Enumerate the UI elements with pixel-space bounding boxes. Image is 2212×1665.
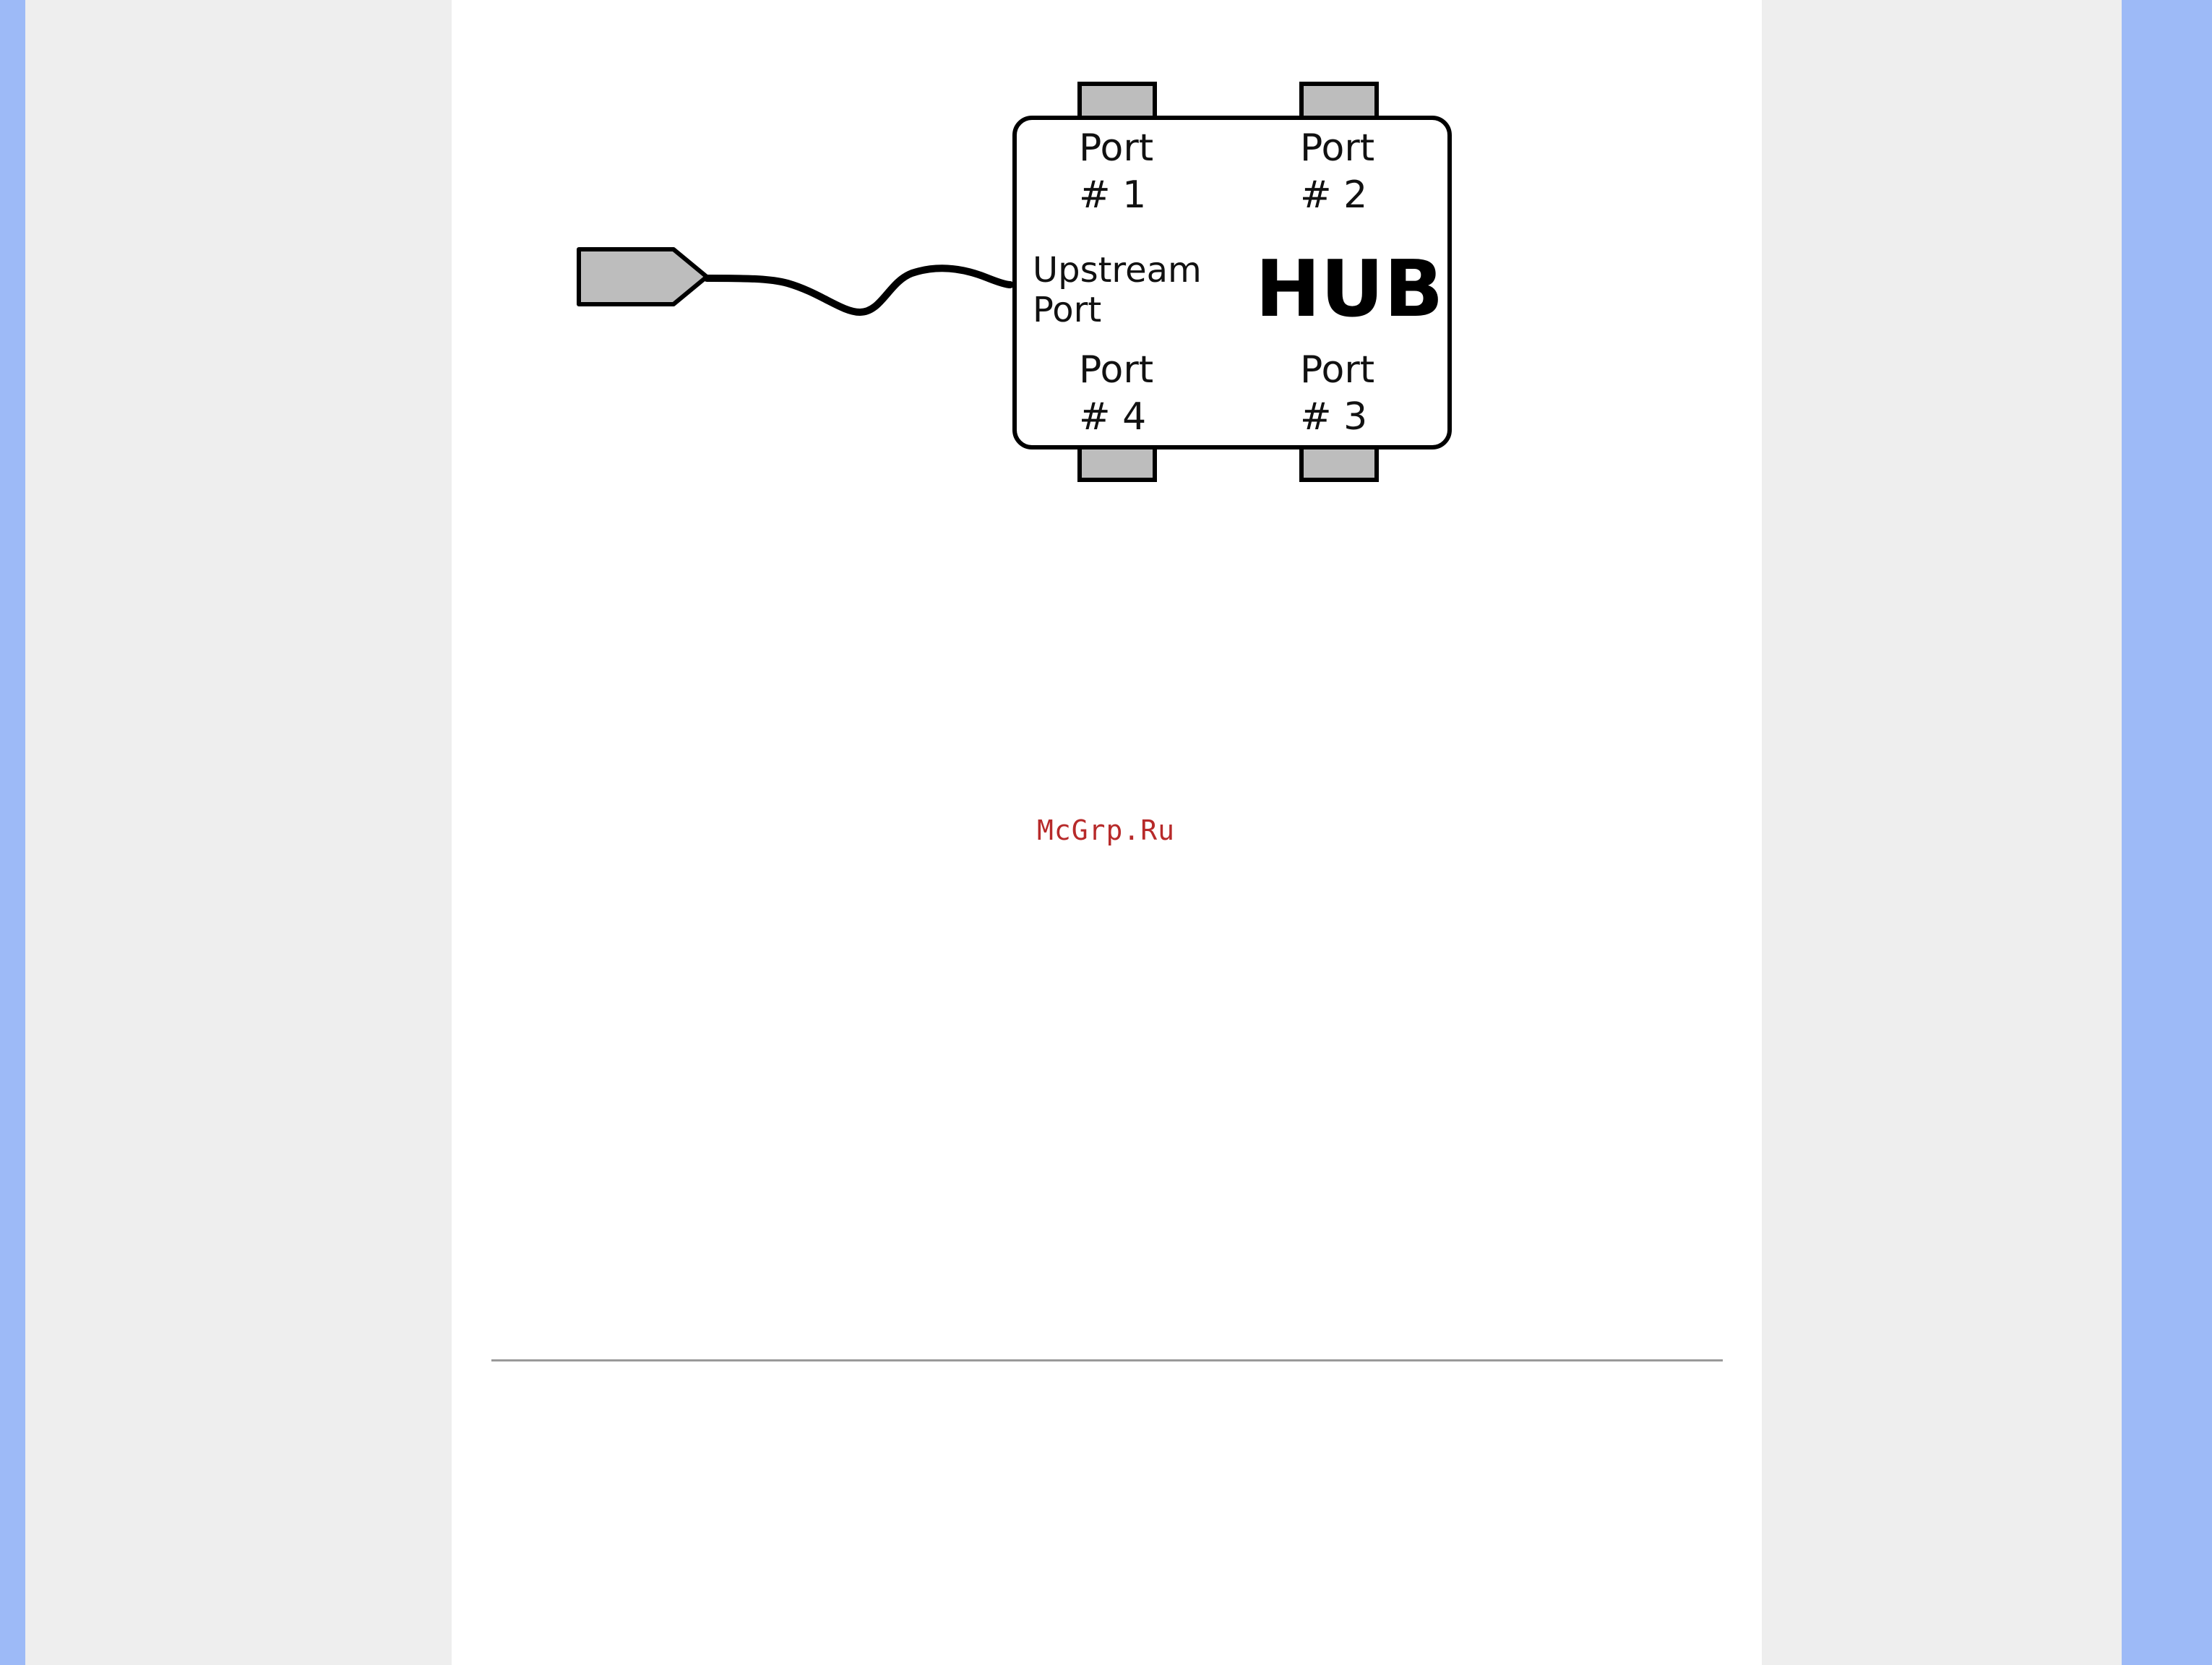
port-4-label-line2: # 4 [1079,395,1146,439]
hub-title: HUB [1255,244,1443,335]
upstream-label-line2: Port [1033,290,1101,330]
port-3-label-line2: # 3 [1300,395,1367,439]
port-2-label-line1: Port [1300,126,1374,170]
port-2-connector [1301,84,1377,118]
port-4-label-line1: Port [1079,348,1153,392]
port-1-connector [1080,84,1155,118]
port-2-label-line2: # 2 [1300,173,1367,217]
port-1-label-line1: Port [1079,126,1153,170]
port-3-connector [1301,447,1377,480]
port-4-connector [1080,447,1155,480]
upstream-label-line1: Upstream [1033,250,1202,291]
watermark-text: McGrp.Ru [1037,814,1175,846]
port-1-label-line2: # 1 [1079,173,1146,217]
horizontal-divider [491,1359,1723,1361]
usb-cable [707,268,1010,312]
port-3-label-line1: Port [1300,348,1374,392]
usb-plug-icon [579,249,707,304]
